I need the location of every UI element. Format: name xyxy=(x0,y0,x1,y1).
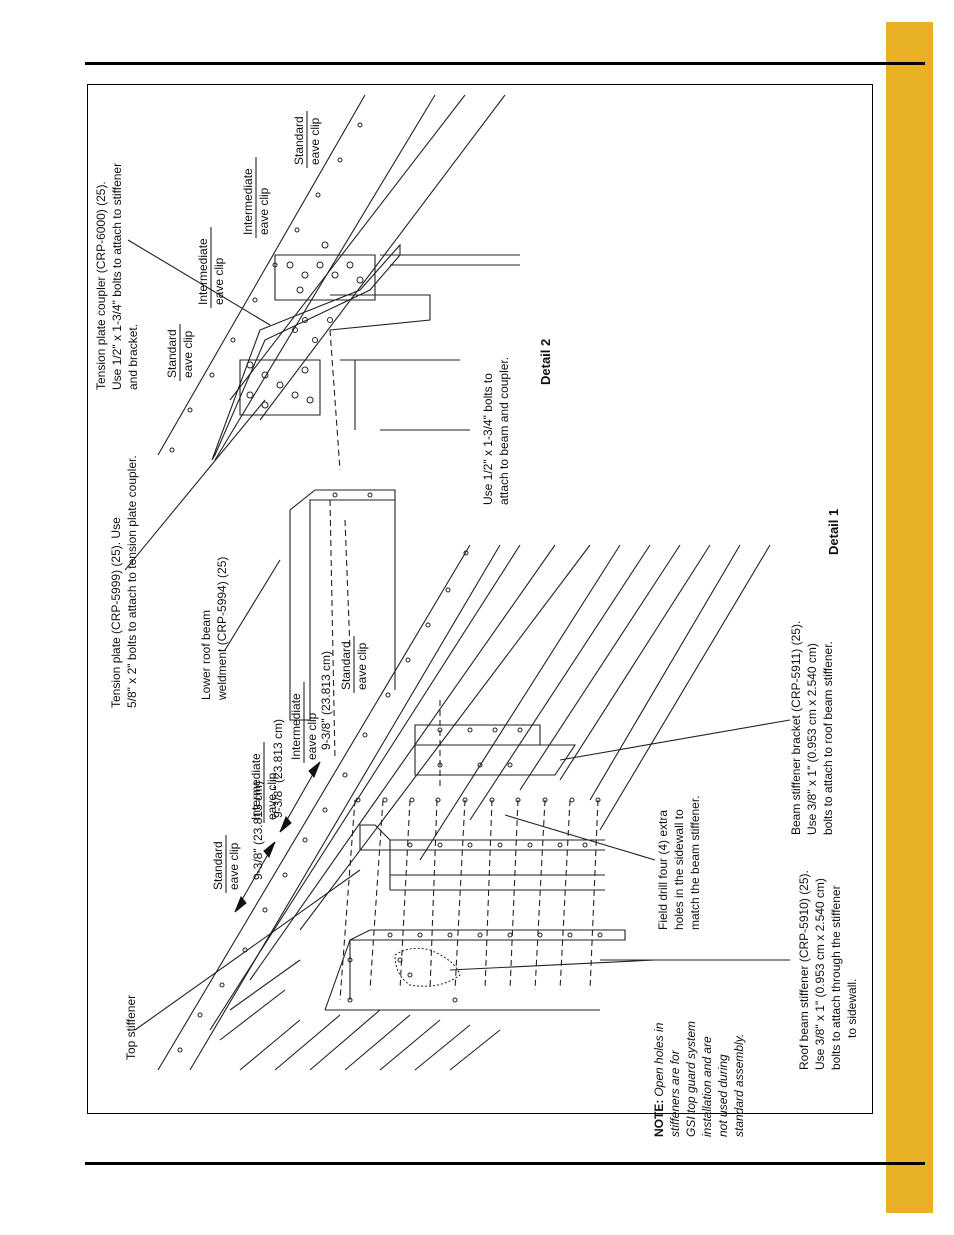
eave-clip-intermediate-3: Intermediate eave clip xyxy=(196,238,226,305)
page-tab xyxy=(886,22,933,1213)
beam-coupler-line-0: Use 1/2" x 1-3/4" bolts to xyxy=(481,373,495,505)
detail-1-label: Detail 1 xyxy=(826,509,841,555)
field-drill-line-1: holes in the sidewall to xyxy=(672,809,686,930)
svg-text:Standard: Standard xyxy=(292,116,306,165)
lower-roof-beam-label: Lower roof beam weldment (CRP-5994) (25) xyxy=(199,557,229,701)
roof-beam-stiffener-line-1: Use 3/8" x 1" (0.953 cm x 2.540 cm) xyxy=(813,878,827,1070)
detail-2-label: Detail 2 xyxy=(538,339,553,385)
note-line-2: GSI top guard system xyxy=(684,1021,698,1137)
note-line-4: not used during xyxy=(716,1054,730,1137)
field-drill-label: Field drill four (4) extra holes in the … xyxy=(656,795,702,930)
spacing-arrows xyxy=(234,761,321,913)
svg-text:eave clip: eave clip xyxy=(355,642,369,690)
coupler-line-0: Tension plate coupler (CRP-6000) (25). xyxy=(94,181,108,390)
field-drill-line-0: Field drill four (4) extra xyxy=(656,810,670,930)
svg-text:eave clip: eave clip xyxy=(308,117,322,165)
roof-beam-stiffener-line-0: Roof beam stiffener (CRP-5910) (25). xyxy=(797,870,811,1070)
tension-plate-line-0: Tension plate (CRP-5999) (25). Use xyxy=(109,517,123,708)
lower-roof-beam-line-1: weldment (CRP-5994) (25) xyxy=(215,557,229,701)
svg-text:eave clip: eave clip xyxy=(181,330,195,378)
svg-text:eave clip: eave clip xyxy=(212,257,226,305)
footer-rule xyxy=(85,1162,925,1165)
bracket-line-2: bolts to attach to roof beam stiffener. xyxy=(821,641,835,835)
roof-beam-stiffener-line-2: bolts to attach through the stiffener xyxy=(829,885,843,1070)
note-line-5: standard assembly. xyxy=(732,1034,746,1137)
note-line-1: stiffeners are for xyxy=(668,1049,682,1137)
coupler-line-1: Use 1/2" x 1-3/4" bolts to attach to sti… xyxy=(110,163,124,390)
eave-clip-standard-1: Standard eave clip xyxy=(211,841,241,890)
tension-plate-label: Tension plate (CRP-5999) (25). Use 5/8" … xyxy=(109,455,139,708)
lower-roof-beam-line-0: Lower roof beam xyxy=(199,610,213,700)
open-holes-outline xyxy=(394,947,461,987)
note-label: NOTE: xyxy=(652,1100,666,1137)
eave-clip-intermediate-4: Intermediate eave clip xyxy=(241,168,271,235)
tension-plate-coupler-label: Tension plate coupler (CRP-6000) (25). U… xyxy=(94,163,140,390)
note-block: NOTE: Open holes in stiffeners are for GS… xyxy=(652,1021,746,1137)
svg-text:Intermediate: Intermediate xyxy=(241,168,255,235)
svg-text:Standard: Standard xyxy=(339,641,353,690)
bracket-line-1: Use 3/8" x 1" (0.953 cm x 2.540 cm) xyxy=(805,643,819,835)
header-rule xyxy=(85,62,925,65)
bolt-holes xyxy=(169,122,603,1053)
svg-text:eave clip: eave clip xyxy=(227,842,241,890)
eave-clip-intermediate-1: Intermediate eave clip xyxy=(249,753,279,820)
beam-coupler-bolts-label: Use 1/2" x 1-3/4" bolts to attach to bea… xyxy=(481,357,511,505)
spacing-label-3: 9-3/8" (23.813 cm) xyxy=(319,651,333,750)
svg-text:Intermediate: Intermediate xyxy=(289,693,303,760)
tension-plate-line-1: 5/8" x 2" bolts to attach to tension pla… xyxy=(125,455,139,708)
eave-clip-standard-2: Standard eave clip xyxy=(339,641,369,690)
field-drill-line-2: match the beam stiffener. xyxy=(688,795,702,930)
beam-coupler-line-1: attach to beam and coupler. xyxy=(497,357,511,505)
eave-clip-intermediate-2: Intermediate eave clip xyxy=(289,693,319,760)
svg-text:Standard: Standard xyxy=(165,329,179,378)
note-line-3: installation and are xyxy=(700,1036,714,1137)
svg-text:eave clip: eave clip xyxy=(257,187,271,235)
coupler-line-2: and bracket. xyxy=(126,324,140,390)
bracket-line-0: Beam stiffener bracket (CRP-5911) (25). xyxy=(789,621,803,835)
roof-beam-stiffener-line-3: to sidewall. xyxy=(845,979,859,1038)
svg-text:Intermediate: Intermediate xyxy=(196,238,210,305)
eave-clip-standard-3: Standard eave clip xyxy=(165,329,195,378)
top-stiffener-label: Top stiffener xyxy=(124,995,138,1060)
svg-text:Standard: Standard xyxy=(211,841,225,890)
eave-clip-underlines xyxy=(179,111,355,893)
spacing-label-1: 9-3/8" (23.813 cm) xyxy=(251,781,265,880)
svg-text:Intermediate: Intermediate xyxy=(249,753,263,820)
svg-text:NOTE:Open holes in: NOTE: Open holes in xyxy=(652,1022,666,1137)
svg-text:eave clip: eave clip xyxy=(265,772,279,820)
figure-frame xyxy=(87,84,873,1114)
roof-beam-stiffener-label: Roof beam stiffener (CRP-5910) (25). Use… xyxy=(797,870,859,1070)
beam-stiffener-bracket-label: Beam stiffener bracket (CRP-5911) (25). … xyxy=(789,621,835,835)
eave-clip-standard-4: Standard eave clip xyxy=(292,116,322,165)
svg-text:eave clip: eave clip xyxy=(305,712,319,760)
note-line-0: Open holes in xyxy=(652,1022,666,1096)
spacing-label-2: 9-3/8" (23.813 cm) xyxy=(271,719,285,818)
